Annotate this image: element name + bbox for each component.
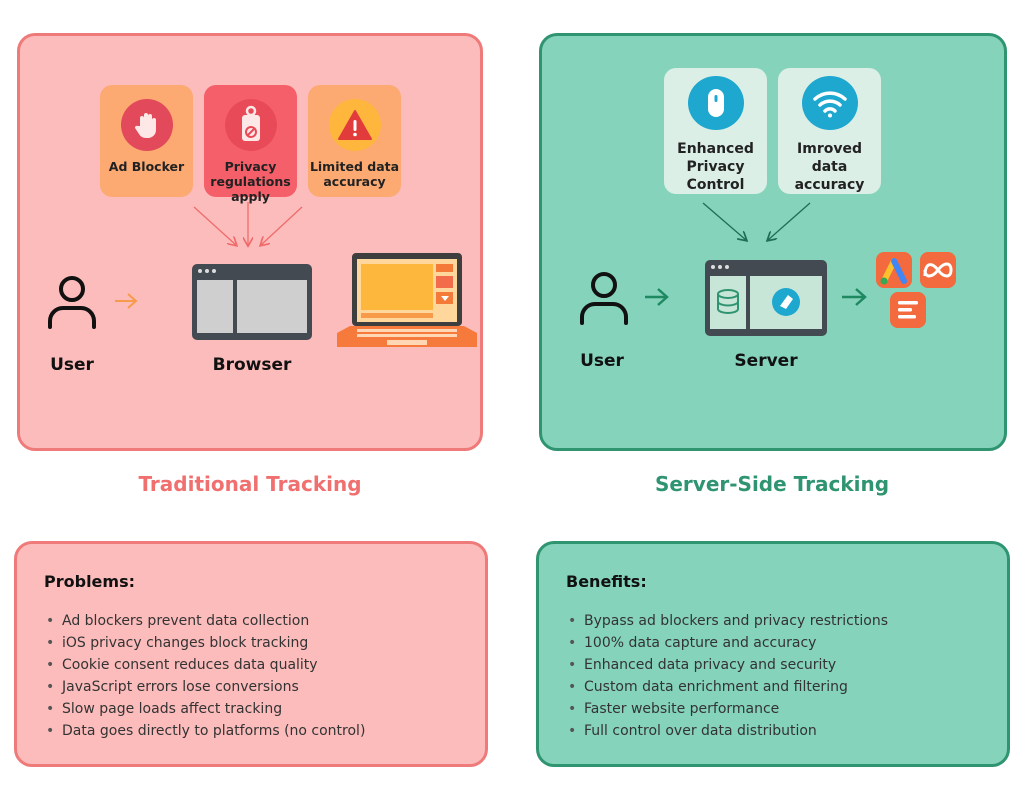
hand-stop-icon xyxy=(120,99,173,151)
server-icon xyxy=(705,260,827,336)
problems-list: Ad blockers prevent data collection iOS … xyxy=(46,610,365,742)
benefits-heading: Benefits: xyxy=(566,572,647,591)
problems-heading: Problems: xyxy=(44,572,135,591)
mouse-icon xyxy=(687,76,744,130)
enhanced-privacy-label: Enhanced Privacy Control xyxy=(677,141,754,193)
list-item: Cookie consent reduces data quality xyxy=(46,654,365,676)
meta-icon xyxy=(920,252,956,288)
ad-blocker-label: Ad Blocker xyxy=(108,159,185,174)
wifi-icon xyxy=(801,76,858,130)
browser-icon xyxy=(192,264,312,340)
traditional-connector-arrows xyxy=(115,202,303,309)
list-item: Slow page loads affect tracking xyxy=(46,698,365,720)
limited-accuracy-card: Limited data accuracy xyxy=(308,85,401,197)
list-item: Ad blockers prevent data collection xyxy=(46,610,365,632)
benefits-box: Benefits: Bypass ad blockers and privacy… xyxy=(536,541,1010,767)
privacy-regulations-card: Privacy regulations apply xyxy=(204,85,297,204)
platform-icons xyxy=(876,252,956,328)
list-item: Enhanced data privacy and security xyxy=(568,654,888,676)
laptop-icon xyxy=(337,253,477,347)
server-connector-arrows xyxy=(645,202,867,306)
enhanced-privacy-card: Enhanced Privacy Control xyxy=(664,68,767,194)
analytics-icon xyxy=(890,292,926,328)
improved-accuracy-label: Imroved data accuracy xyxy=(794,141,865,193)
list-item: Full control over data distribution xyxy=(568,720,888,742)
server-label: Server xyxy=(734,351,798,371)
browser-label: Browser xyxy=(212,355,292,375)
problems-box: Problems: Ad blockers prevent data colle… xyxy=(14,541,488,767)
lock-door-sign-icon xyxy=(224,99,277,151)
list-item: Bypass ad blockers and privacy restricti… xyxy=(568,610,888,632)
list-item: Faster website performance xyxy=(568,698,888,720)
privacy-regulations-label: Privacy regulations apply xyxy=(210,159,291,204)
server-side-panel xyxy=(539,33,1007,451)
list-item: 100% data capture and accuracy xyxy=(568,632,888,654)
server-user-label: User xyxy=(580,351,624,371)
benefits-list: Bypass ad blockers and privacy restricti… xyxy=(568,610,888,742)
user-label: User xyxy=(50,355,94,375)
user-icon xyxy=(48,276,96,329)
warning-triangle-icon xyxy=(328,99,381,151)
list-item: JavaScript errors lose conversions xyxy=(46,676,365,698)
traditional-tracking-title: Traditional Tracking xyxy=(138,472,362,496)
list-item: iOS privacy changes block tracking xyxy=(46,632,365,654)
list-item: Custom data enrichment and filtering xyxy=(568,676,888,698)
server-user-icon xyxy=(580,272,628,325)
server-side-tracking-title: Server-Side Tracking xyxy=(654,472,890,496)
google-ads-icon xyxy=(876,252,912,288)
ad-blocker-card: Ad Blocker xyxy=(100,85,193,197)
limited-accuracy-label: Limited data accuracy xyxy=(309,159,400,189)
list-item: Data goes directly to platforms (no cont… xyxy=(46,720,365,742)
improved-accuracy-card: Imroved data accuracy xyxy=(778,68,881,194)
